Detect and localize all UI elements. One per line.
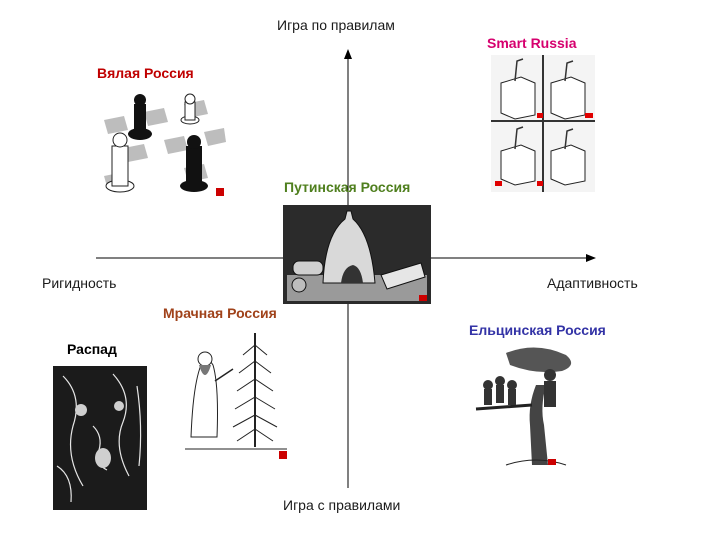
raspad-illustration	[53, 366, 147, 510]
scenario-title-raspad: Распад	[67, 341, 117, 357]
smart-russia-illustration	[491, 55, 595, 192]
axis-label-top: Игра по правилам	[277, 17, 395, 33]
yeltsin-russia-illustration	[466, 345, 582, 467]
vyalaya-russia-illustration	[94, 90, 228, 200]
axis-label-right: Адаптивность	[547, 275, 638, 291]
scenario-title-vyalaya: Вялая Россия	[97, 65, 194, 81]
mrachnaya-russia-illustration	[183, 325, 289, 461]
putin-russia-illustration	[283, 205, 431, 304]
scenario-title-putin: Путинская Россия	[284, 179, 411, 195]
axis-label-left: Ригидность	[42, 275, 117, 291]
scenario-title-mrachnaya: Мрачная Россия	[163, 305, 277, 321]
scenario-title-smart-russia: Smart Russia	[487, 35, 577, 51]
axis-label-bottom: Игра с правилами	[283, 497, 401, 513]
scenario-title-yeltsin: Ельцинская Россия	[469, 322, 606, 338]
